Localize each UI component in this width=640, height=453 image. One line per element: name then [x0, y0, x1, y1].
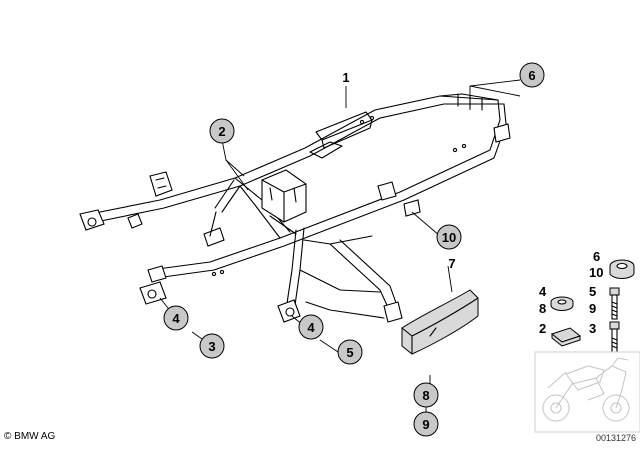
legend-10: 10	[589, 265, 603, 280]
legend-6: 6	[593, 249, 600, 264]
svg-text:2: 2	[218, 124, 225, 139]
svg-text:9: 9	[422, 417, 429, 432]
svg-text:3: 3	[208, 339, 215, 354]
diagram-code: 00131276	[595, 433, 636, 443]
legend-3: 3	[589, 321, 596, 336]
callout-3: 3	[199, 333, 225, 359]
callout-7: 7	[448, 256, 455, 271]
legend-5: 5	[589, 284, 596, 299]
bolt-icon	[609, 287, 620, 320]
callout-6: 6	[519, 62, 545, 88]
brand-footer: © BMW AG	[4, 431, 56, 442]
svg-text:4: 4	[172, 311, 180, 326]
washer-icon	[550, 296, 574, 311]
legend-2: 2	[539, 321, 546, 336]
legend-4: 4	[539, 284, 547, 299]
rubber-pad-icon	[550, 327, 582, 347]
svg-text:5: 5	[346, 345, 353, 360]
svg-text:4: 4	[307, 320, 315, 335]
callout-9: 9	[413, 411, 439, 437]
grommet-icon	[609, 259, 635, 279]
small-parts-legend: 6 10 4 8 5 9 2 3	[534, 249, 640, 433]
rail-holes	[211, 115, 467, 277]
svg-text:8: 8	[422, 388, 429, 403]
callout-4-center: 4	[298, 314, 324, 340]
svg-text:10: 10	[442, 230, 456, 245]
pad-part-drawing	[401, 289, 479, 355]
rear-frame-drawing	[79, 93, 511, 323]
callout-10: 10	[436, 224, 462, 250]
callout-8: 8	[413, 382, 439, 408]
callout-1: 1	[342, 70, 349, 85]
motorcycle-thumbnail	[534, 351, 640, 433]
long-bolt-icon	[609, 321, 620, 354]
legend-9: 9	[589, 301, 596, 316]
callout-5: 5	[337, 339, 363, 365]
brand-label: BMW AG	[14, 431, 56, 442]
callout-2: 2	[209, 118, 235, 144]
svg-text:6: 6	[528, 68, 535, 83]
legend-8: 8	[539, 301, 546, 316]
callout-4-left: 4	[163, 305, 189, 331]
